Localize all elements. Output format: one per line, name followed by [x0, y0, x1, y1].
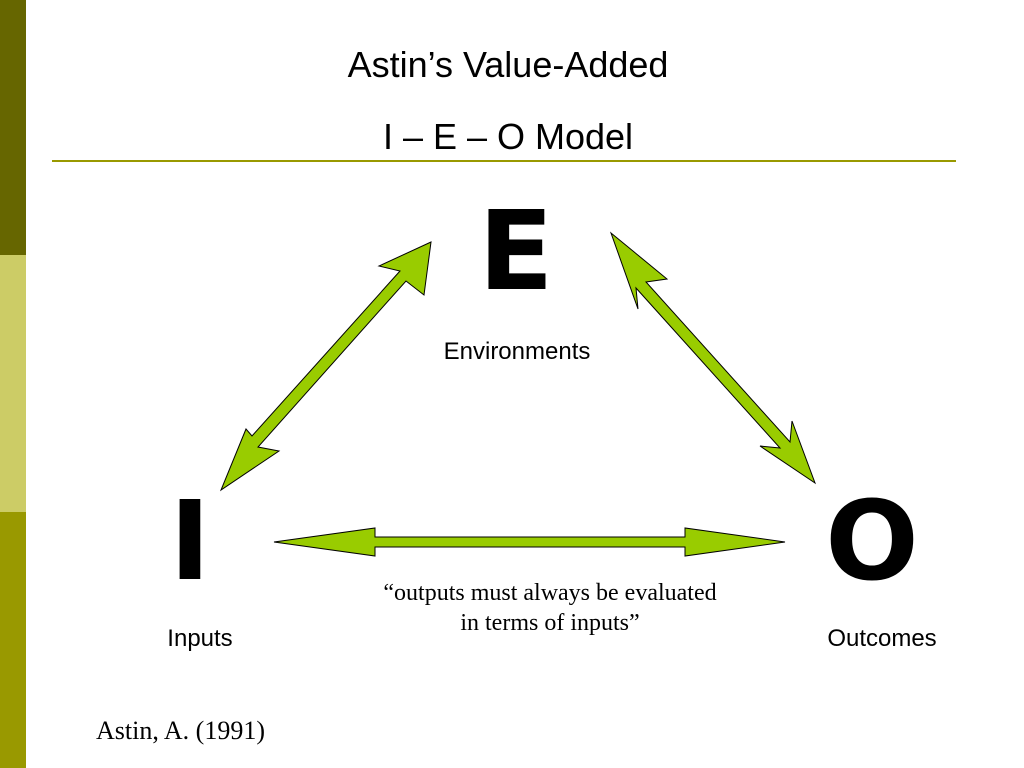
arrow-environment-outcomes: [609, 231, 817, 485]
node-outcomes-label: Outcomes: [827, 625, 937, 652]
quote-line-2: in terms of inputs”: [460, 610, 640, 636]
sidebar-band-bottom: [0, 512, 26, 768]
node-outcomes-letter: O: [825, 477, 919, 605]
node-environment-letter: E: [478, 187, 554, 315]
citation: Astin, A. (1991): [96, 716, 265, 745]
title-divider: [52, 160, 956, 162]
sidebar-band-middle: [0, 255, 26, 512]
quote-line-1: “outputs must always be evaluated: [383, 580, 717, 606]
sidebar-band-top: [0, 0, 26, 255]
arrow-inputs-environment: [219, 241, 432, 492]
slide-title-line-1: Astin’s Value-Added: [347, 44, 669, 85]
sidebar: [0, 0, 26, 768]
node-environment-label: Environments: [443, 338, 591, 365]
arrow-inputs-outcomes: [273, 527, 786, 557]
slide-title-line-2: I – E – O Model: [382, 116, 634, 157]
astin-quote: “outputs must always be evaluated in ter…: [330, 578, 770, 638]
node-inputs-letter: I: [169, 477, 211, 605]
node-inputs-label: Inputs: [167, 625, 233, 652]
